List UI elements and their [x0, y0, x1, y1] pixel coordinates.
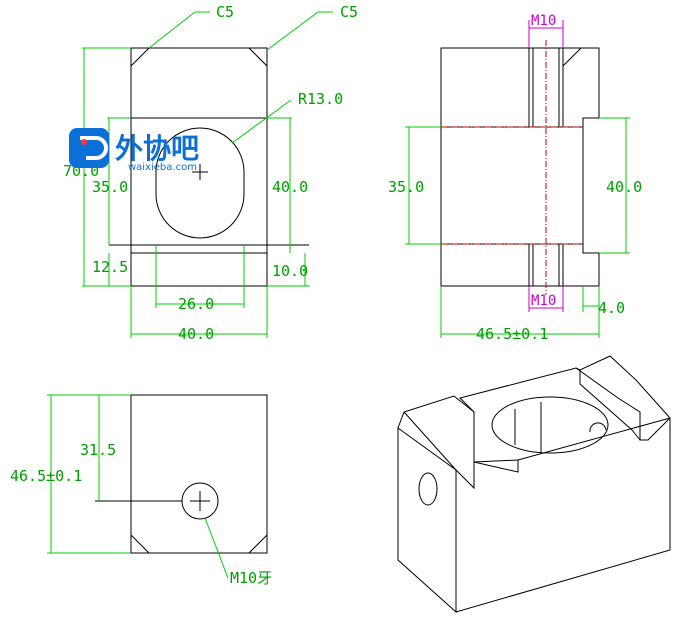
front-view: C5 C5 R13.0 70.0 35.0 12.5 40.0 10.0 26.…: [63, 3, 358, 343]
iso-top-edge: [459, 367, 671, 441]
iso-step-line: [473, 459, 519, 463]
iso-slot-top: [491, 396, 609, 454]
top-chamfer-right: [248, 534, 268, 554]
front-chamfer-right: [248, 47, 268, 67]
front-view-outline: [130, 47, 268, 287]
iso-back-lip: [575, 355, 671, 419]
c5-right-leader: [266, 11, 319, 51]
side-dim-35-label: 35.0: [388, 178, 424, 196]
logo-icon: [69, 128, 109, 168]
dim-40-bottom-label: 40.0: [178, 325, 214, 343]
side-dim-40-label: 40.0: [606, 178, 642, 196]
thread-top-chamfer: [562, 47, 582, 67]
dim-26-label: 26.0: [178, 295, 214, 313]
logo-domain: waixieba.com: [128, 162, 197, 173]
side-dim-4-label: 4.0: [598, 299, 625, 317]
iso-side-hole: [418, 472, 438, 506]
logo-name: 外协吧: [115, 132, 199, 165]
dim-10-label: 10.0: [272, 262, 308, 280]
top-view: 46.5±0.1 31.5 M10牙: [10, 394, 272, 587]
top-dim-31-5-label: 31.5: [80, 441, 116, 459]
side-view-outline: [440, 47, 600, 287]
iso-left-top: [397, 395, 475, 462]
top-chamfer-left: [130, 534, 150, 554]
m10-hole-label: M10牙: [230, 569, 272, 587]
iso-front-face: [455, 417, 671, 613]
iso-left-face: [397, 427, 457, 614]
logo-watermark: 外协吧 waixieba.com: [69, 128, 199, 173]
dim-12-5-label: 12.5: [92, 258, 128, 276]
c5-left-label: C5: [216, 3, 234, 21]
r13-label: R13.0: [298, 90, 343, 108]
dim-40-right-label: 40.0: [272, 178, 308, 196]
top-view-outline: [130, 394, 268, 554]
front-chamfer-left: [130, 47, 150, 67]
m10-hole-leader: [204, 517, 229, 579]
isometric-view: [397, 355, 671, 614]
logo-icon-mark: [80, 136, 108, 160]
front-slot-outline: [155, 127, 245, 239]
side-dim-width-label: 46.5±0.1: [476, 325, 548, 343]
iso-lip-inner: [579, 370, 641, 441]
iso-small-arc: [589, 422, 607, 433]
side-view: M10 M10 35.0 40.0 4.0 46.5±0.1: [388, 13, 642, 343]
top-dim-depth-label: 46.5±0.1: [10, 467, 82, 485]
m10-top-label: M10: [531, 13, 556, 29]
m10-bottom-label: M10: [531, 293, 556, 309]
iso-chamfer-edge: [403, 411, 457, 471]
r13-leader: [231, 99, 292, 144]
dim-35-label: 35.0: [92, 178, 128, 196]
c5-right-label: C5: [340, 3, 358, 21]
c5-left-leader: [148, 11, 196, 49]
logo-icon-dot: [81, 139, 87, 145]
